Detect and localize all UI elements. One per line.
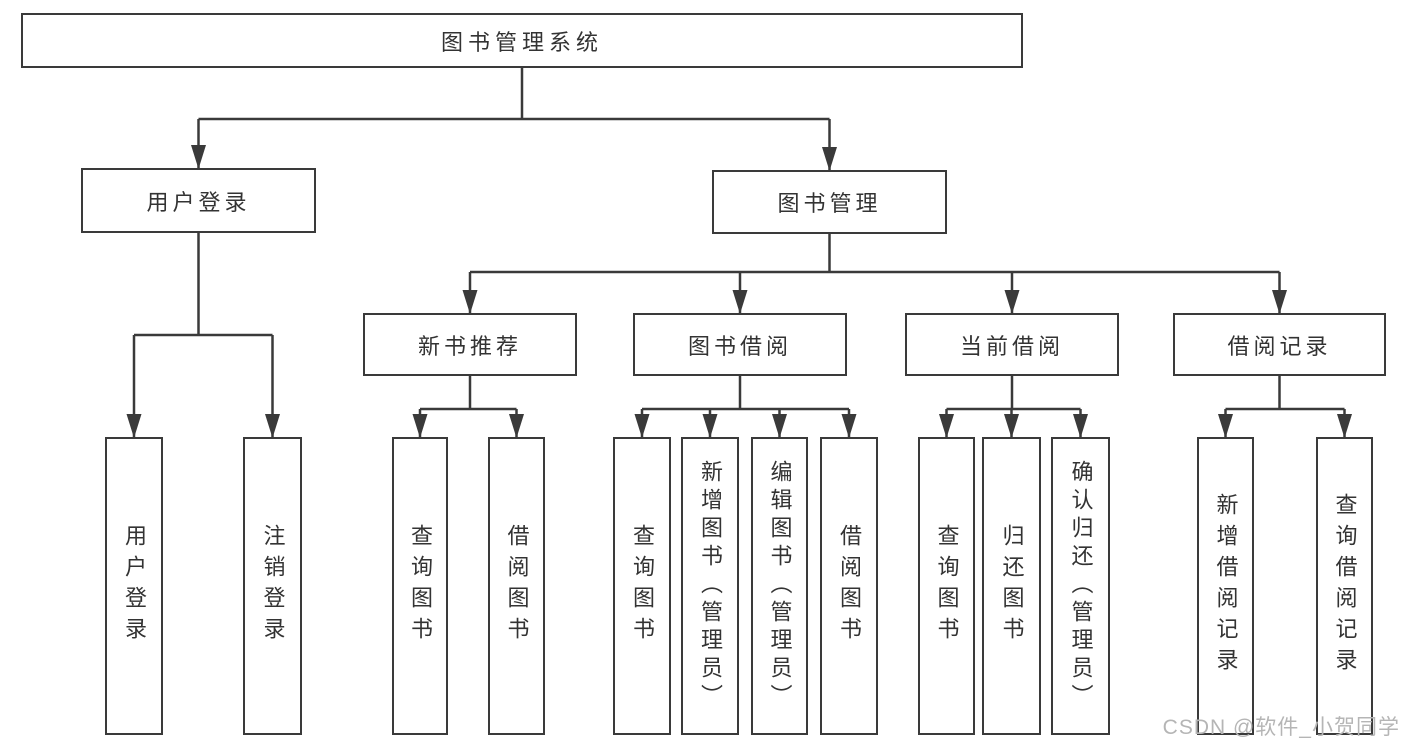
node-leaf-edit-book: 编辑图书（管理员） xyxy=(751,437,808,735)
node-leaf-add-record: 新增借阅记录 xyxy=(1197,437,1254,735)
node-label: 图书管理 xyxy=(777,191,882,216)
node-root: 图书管理系统 xyxy=(21,13,1023,68)
node-leaf-return-book: 归还图书 xyxy=(982,437,1041,735)
node-leaf-confirm-return: 确认归还（管理员） xyxy=(1051,437,1110,735)
node-label: 确认归还（管理员） xyxy=(1068,460,1094,712)
node-label: 新书推荐 xyxy=(417,333,522,359)
node-leaf-add-book: 新增图书（管理员） xyxy=(681,437,739,735)
node-label: 查询图书 xyxy=(408,524,433,648)
node-label: 查询借阅记录 xyxy=(1332,493,1358,679)
node-leaf-query-record: 查询借阅记录 xyxy=(1316,437,1373,735)
watermark: CSDN @软件_小贺同学 xyxy=(1162,716,1400,739)
node-label: 编辑图书（管理员） xyxy=(767,460,793,712)
node-leaf-query-book-borrow: 查询图书 xyxy=(613,437,671,735)
node-label: 图书借阅 xyxy=(687,333,792,359)
node-label: 图书管理系统 xyxy=(440,29,603,55)
node-label: 查询图书 xyxy=(630,524,655,648)
node-book-borrow: 图书借阅 xyxy=(633,313,847,376)
node-new-book: 新书推荐 xyxy=(363,313,577,376)
node-label: 查询图书 xyxy=(934,524,960,648)
node-leaf-query-book-current: 查询图书 xyxy=(918,437,975,735)
node-label: 当前借阅 xyxy=(959,333,1064,359)
node-current-borrow: 当前借阅 xyxy=(905,313,1119,376)
node-user-login: 用户登录 xyxy=(81,168,316,233)
node-label: 借阅图书 xyxy=(837,524,862,648)
node-label: 用户登录 xyxy=(146,189,251,215)
node-label: 归还图书 xyxy=(999,524,1025,648)
node-label: 新增借阅记录 xyxy=(1213,493,1239,679)
node-label: 用户登录 xyxy=(122,524,147,648)
node-label: 借阅图书 xyxy=(504,524,530,648)
node-leaf-borrow-book-newbook: 借阅图书 xyxy=(488,437,545,735)
node-label: 注销登录 xyxy=(260,524,286,648)
node-book-mgmt: 图书管理 xyxy=(712,170,947,234)
node-borrow-record: 借阅记录 xyxy=(1173,313,1386,376)
node-label: 新增图书（管理员） xyxy=(698,460,723,712)
node-leaf-query-book-newbook: 查询图书 xyxy=(392,437,448,735)
node-leaf-logout: 注销登录 xyxy=(243,437,302,735)
node-leaf-borrow-book-borrow: 借阅图书 xyxy=(820,437,878,735)
node-label: 借阅记录 xyxy=(1227,333,1332,359)
node-leaf-user-login: 用户登录 xyxy=(105,437,163,735)
